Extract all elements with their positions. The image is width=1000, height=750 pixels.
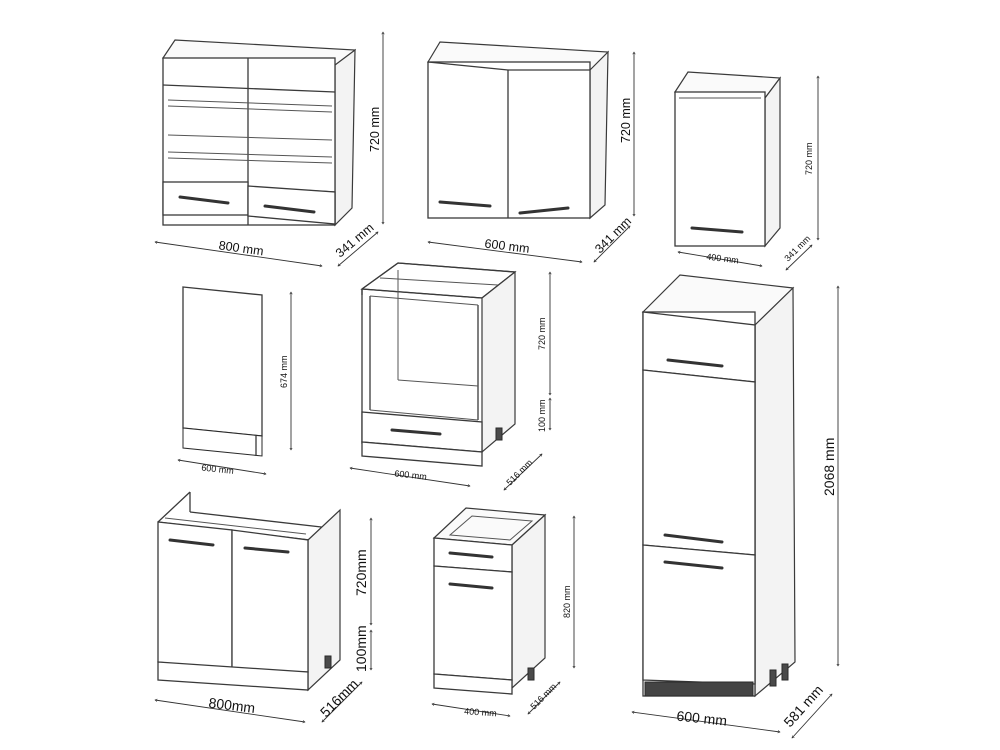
sink-depth-label: 516mm [317, 676, 361, 720]
oven-plinth-label: 100 mm [537, 399, 547, 432]
dim-line [528, 682, 560, 714]
dim-line [786, 245, 812, 270]
glass-wall-cabinet [161, 39, 357, 227]
wall600-height-label: 720 mm [619, 98, 633, 143]
tall-width-label: 600 mm [676, 708, 728, 729]
wall-cabinet-600 [426, 41, 610, 220]
dim-line [632, 712, 780, 732]
dim-line [338, 231, 378, 267]
dim-line [350, 468, 470, 486]
sink-plinth-label: 100mm [353, 625, 369, 672]
dim-line [178, 460, 266, 474]
oven-depth-label: 516 mm [504, 457, 534, 487]
dim-line [322, 682, 362, 722]
oven-base-cabinet [360, 262, 517, 467]
tall-cabinet [641, 274, 796, 698]
end-panel [182, 286, 263, 457]
wall600-width-label: 600 mm [484, 237, 531, 256]
drawer-height-label: 820 mm [562, 585, 572, 618]
wall-cabinet-400 [673, 71, 782, 248]
glass-width-label: 800 mm [218, 238, 265, 258]
dim-line [594, 226, 630, 262]
dim-line [792, 694, 832, 738]
panel-height-label: 674 mm [279, 355, 289, 388]
panel-width-label: 600 mm [201, 463, 234, 476]
dim-line [432, 704, 510, 716]
dim-line [428, 242, 582, 262]
dim-line [155, 242, 322, 266]
dim-line [504, 454, 542, 490]
tall-height-label: 2068 mm [821, 438, 837, 496]
wall600-depth-label: 341 mm [592, 214, 634, 256]
dim-line [678, 252, 762, 266]
oven-height-label: 720 mm [537, 317, 547, 350]
glass-height-label: 720 mm [368, 107, 382, 152]
wall400-width-label: 400 mm [706, 252, 739, 266]
drawer-base-cabinet [432, 507, 547, 695]
drawer-width-label: 400 mm [464, 706, 497, 718]
dim-line [155, 700, 305, 722]
wall400-height-label: 720 mm [804, 142, 814, 175]
drawer-depth-label: 516 mm [528, 681, 558, 711]
tall-depth-label: 581 mm [780, 682, 826, 730]
sink-base-cabinet [157, 491, 341, 692]
glass-depth-label: 341 mm [333, 221, 377, 261]
oven-width-label: 600 mm [394, 468, 427, 481]
panel-dimensions: 600 mm 674 mm [178, 292, 291, 476]
sink-height-label: 720mm [353, 549, 369, 596]
sink-width-label: 800mm [208, 694, 256, 716]
